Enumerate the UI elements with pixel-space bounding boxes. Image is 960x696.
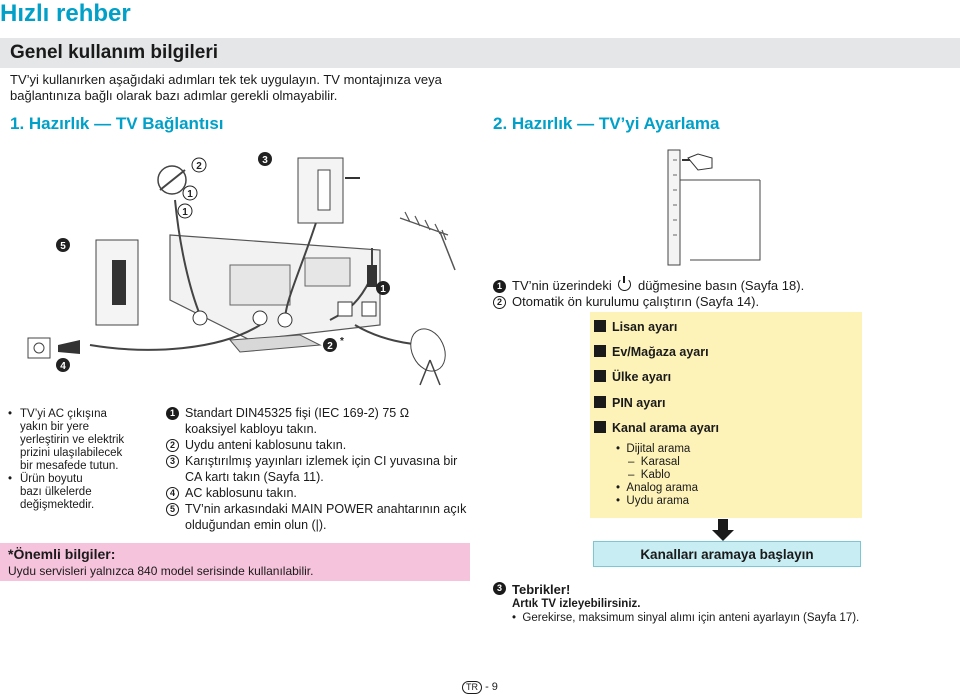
- channel-option: • Dijital arama: [616, 443, 691, 455]
- setup-step: 1 TV’nin üzerindeki düğmesine basın (Say…: [493, 276, 893, 294]
- callout-label: 3: [262, 155, 268, 166]
- square-bullet-icon: [594, 345, 606, 357]
- congrats-title: Tebrikler!: [512, 582, 571, 597]
- callout-label: *: [340, 336, 344, 347]
- step2-heading: 2. Hazırlık — TV’yi Ayarlama: [493, 114, 720, 133]
- setup-item: Ev/Mağaza ayarı: [594, 345, 709, 359]
- channel-option: – Karasal: [628, 456, 680, 468]
- connection-step: 4 AC kablosunu takın.: [166, 485, 476, 501]
- arrow-down-icon: [712, 519, 734, 541]
- square-bullet-icon: [594, 396, 606, 408]
- callout-label: 2: [196, 161, 202, 172]
- page-footer: TR - 9: [462, 681, 498, 694]
- step1-heading: 1. Hazırlık — TV Bağlantısı: [10, 114, 224, 133]
- callout-label: 1: [380, 284, 386, 295]
- page-title: Hızlı rehber: [0, 0, 131, 27]
- callout-label: 5: [60, 241, 66, 252]
- placement-notes: • TV’yi AC çıkışına yakın bir yere yerle…: [8, 408, 158, 512]
- callout-label: 4: [60, 361, 66, 372]
- setup-steps: 1 TV’nin üzerindeki düğmesine basın (Say…: [493, 276, 893, 310]
- setup-item: Kanal arama ayarı: [594, 421, 719, 435]
- callout-label: 1: [182, 207, 188, 218]
- connection-step: 1 Standart DIN45325 fişi (IEC 169-2) 75 …: [166, 405, 476, 437]
- congrats-section: 3 Tebrikler! Artık TV izleyebilirsiniz. …: [493, 582, 953, 626]
- power-icon: [618, 276, 632, 291]
- intro-text: TV’yi kullanırken aşağıdaki adımları tek…: [10, 72, 450, 104]
- connection-step: 2 Uydu anteni kablosunu takın.: [166, 437, 476, 453]
- note-item: • Ürün boyutu bazı ülkelerde değişmekted…: [8, 473, 95, 511]
- square-bullet-icon: [594, 421, 606, 433]
- connection-step: 3 Karıştırılmış yayınları izlemek için C…: [166, 453, 476, 485]
- language-badge: TR: [462, 681, 482, 694]
- start-scan-button[interactable]: Kanalları aramaya başlayın: [593, 541, 861, 567]
- channel-options: • Dijital arama – Karasal – Kablo • Anal…: [616, 443, 698, 508]
- connection-step: 5 TV’nin arkasındaki MAIN POWER anahtarı…: [166, 501, 476, 533]
- setup-item: Lisan ayarı: [594, 320, 677, 334]
- setup-items-box: Lisan ayarı Ev/Mağaza ayarı Ülke ayarı P…: [590, 312, 862, 518]
- note-item: • TV’yi AC çıkışına yakın bir yere yerle…: [8, 408, 125, 472]
- setup-item: Ülke ayarı: [594, 370, 671, 384]
- channel-option: • Uydu arama: [616, 495, 690, 507]
- important-text: Uydu servisleri yalnızca 840 model seris…: [8, 564, 314, 578]
- square-bullet-icon: [594, 320, 606, 332]
- setup-step: 2 Otomatik ön kurulumu çalıştırın (Sayfa…: [493, 294, 893, 310]
- callout-label: 2: [327, 341, 333, 352]
- channel-option: – Kablo: [628, 469, 671, 481]
- intro-line: TV’yi kullanırken aşağıdaki adımları tek…: [10, 72, 442, 87]
- congrats-subtitle: Artık TV izleyebilirsiniz.: [512, 598, 641, 610]
- tv-side-diagram: [667, 149, 761, 266]
- square-bullet-icon: [594, 370, 606, 382]
- congrats-bullet: • Gerekirse, maksimum sinyal alımı için …: [512, 612, 860, 624]
- setup-item: PIN ayarı: [594, 396, 666, 410]
- important-title: *Önemli bilgiler:: [8, 546, 116, 562]
- page-number: - 9: [485, 681, 498, 693]
- channel-option: • Analog arama: [616, 482, 699, 494]
- intro-line: bağlantınıza bağlı olarak bazı adımlar g…: [10, 88, 338, 103]
- section-title: Genel kullanım bilgileri: [10, 42, 218, 63]
- tv-connection-diagram: 2 1 1 3 5 1 2 * 4: [27, 152, 456, 386]
- callout-label: 1: [187, 189, 193, 200]
- important-info-box: *Önemli bilgiler: Uydu servisleri yalnız…: [0, 543, 470, 581]
- connection-steps: 1 Standart DIN45325 fişi (IEC 169-2) 75 …: [166, 405, 476, 533]
- section-bar: [0, 38, 960, 68]
